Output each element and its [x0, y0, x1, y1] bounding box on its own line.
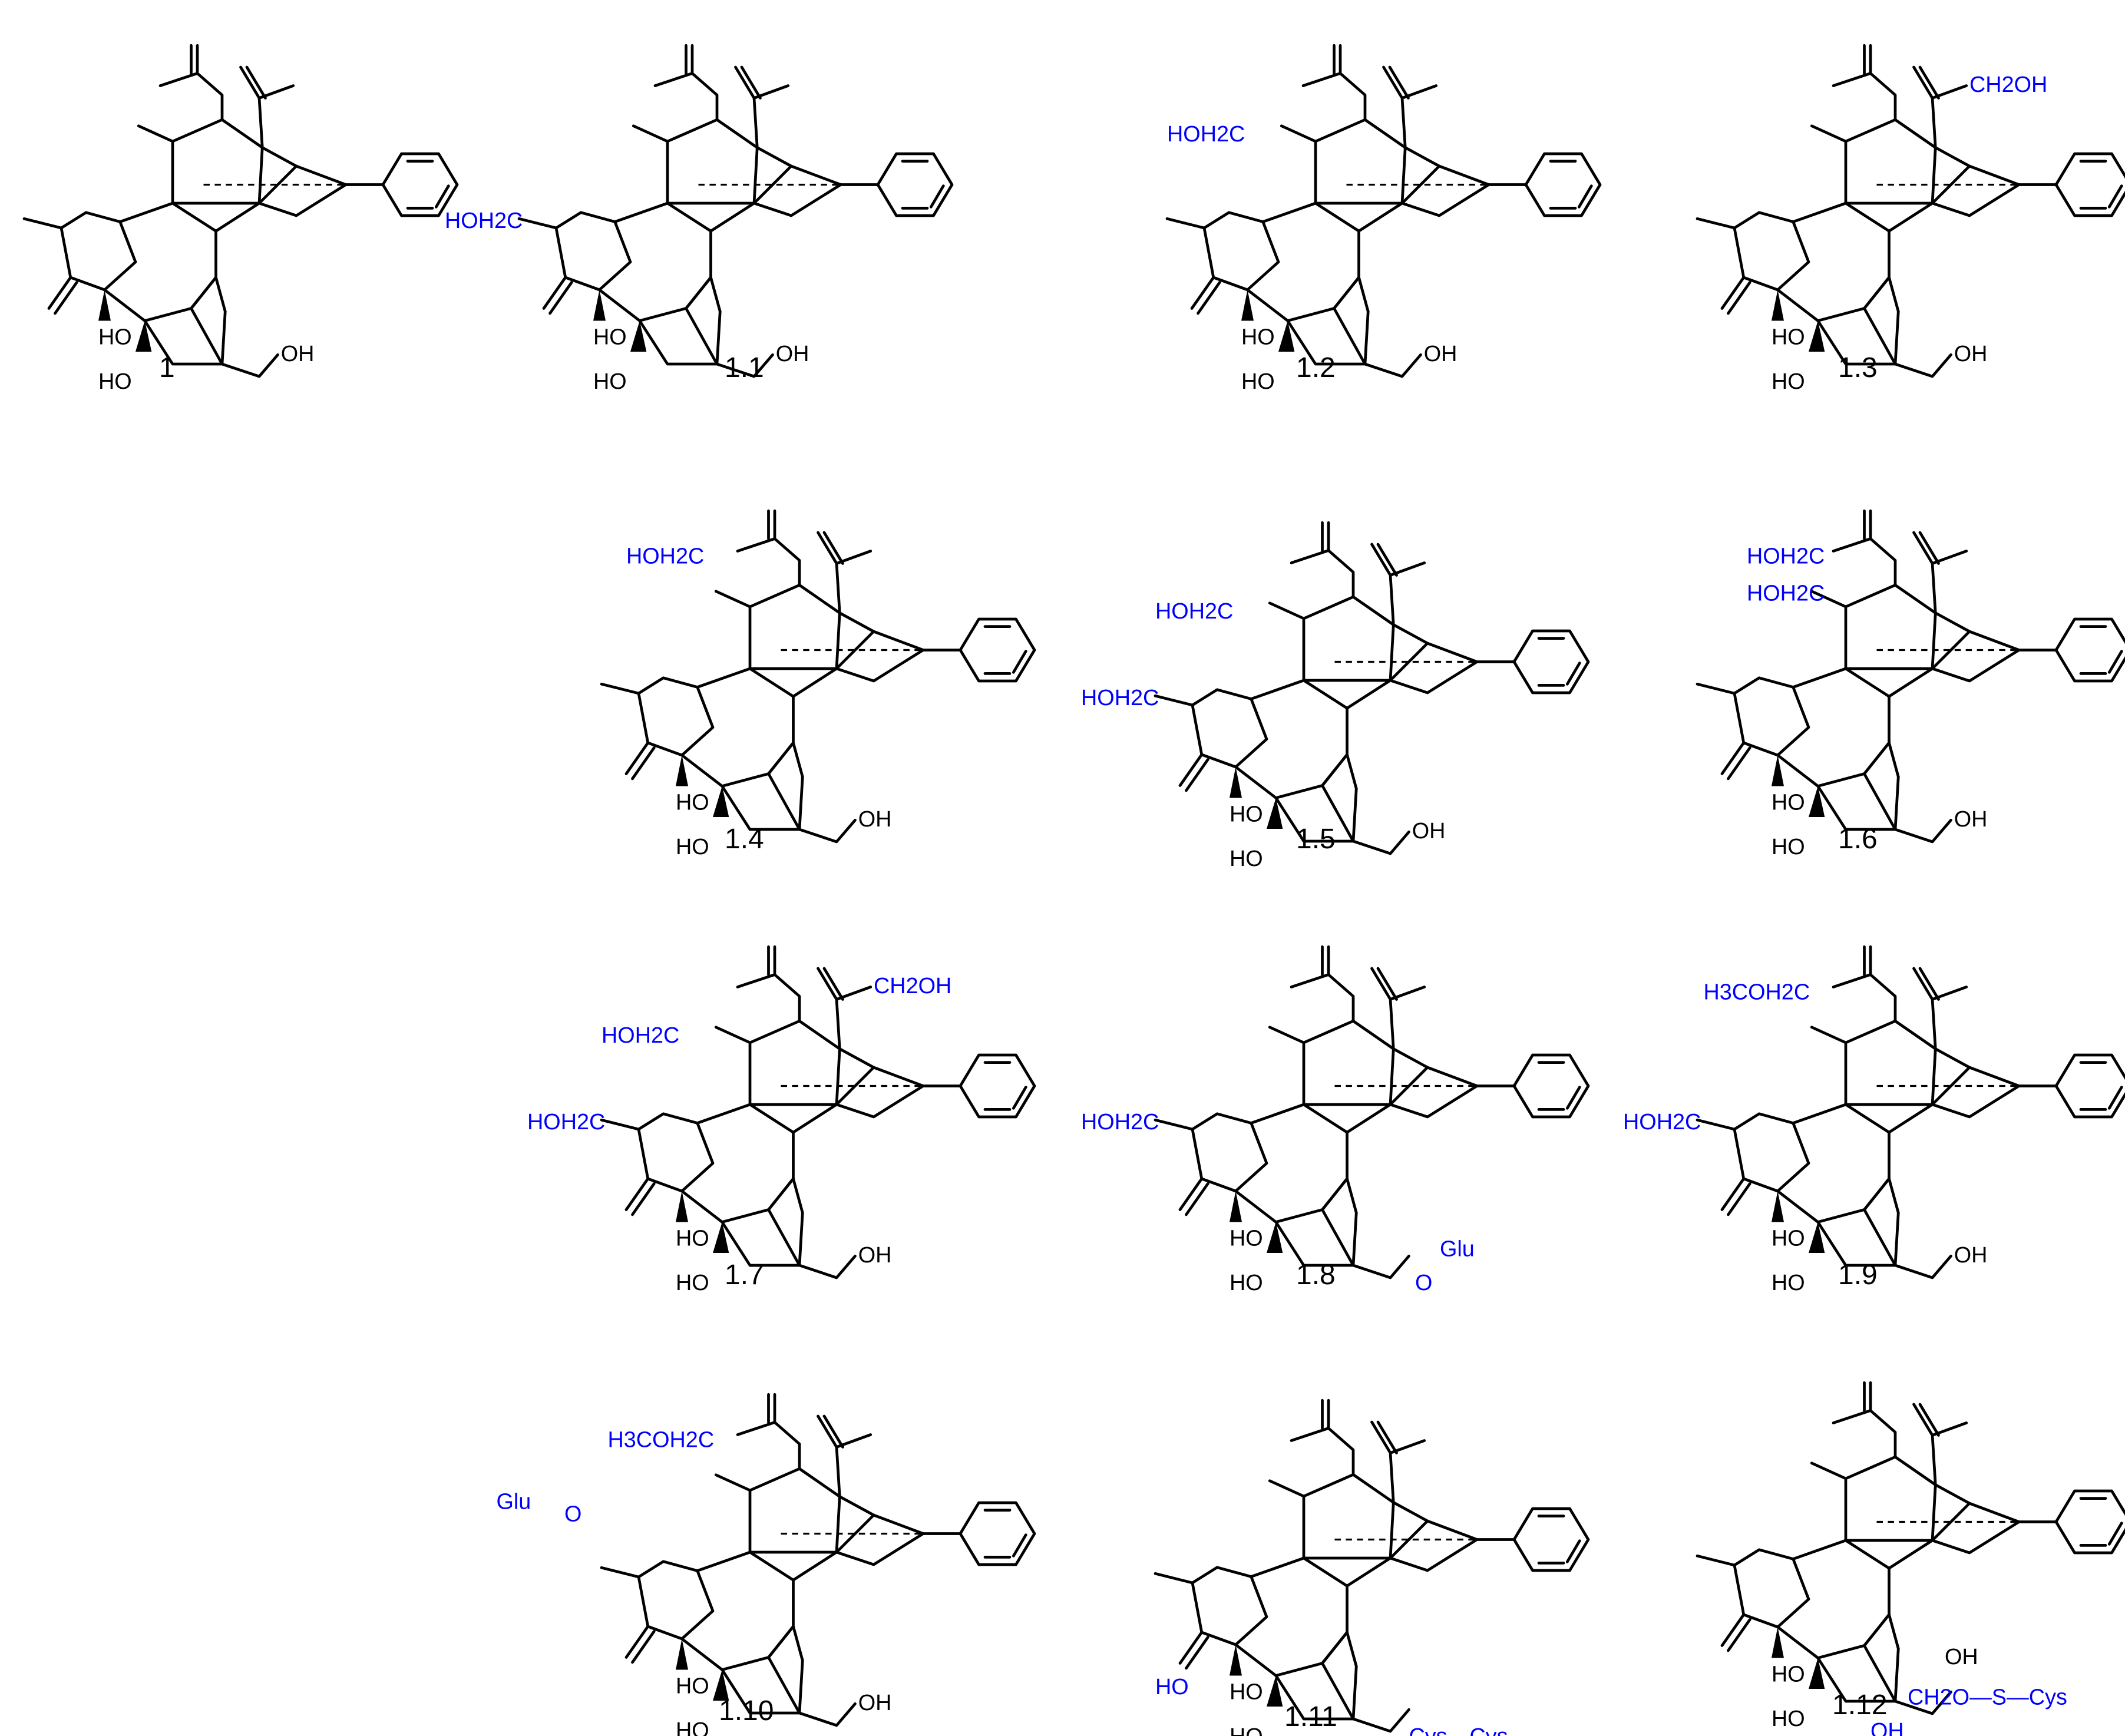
atom-label: OH — [858, 1243, 892, 1268]
substituent-label: CH2OH — [1969, 72, 2047, 97]
atom-label: OH — [1424, 342, 1458, 366]
atom-label: HO — [676, 1674, 709, 1698]
compound-1-2: HO HO OH HOH2C — [1167, 45, 1600, 394]
atom-label: HO — [1230, 1271, 1263, 1295]
compound-1-4: HO HO OH HOH2C — [602, 511, 1035, 859]
atom-label: HOH2C — [527, 1110, 605, 1135]
atom-label: HO — [1772, 835, 1805, 859]
atom-label: H3COH2C — [608, 1428, 715, 1453]
compound-1-11: HO HO HO Cys—Cys — [1155, 1400, 1588, 1736]
atom-label: OH — [1954, 342, 1988, 366]
atom-label: HO — [1772, 1707, 1805, 1731]
atom-label: HOH2C — [1155, 599, 1233, 624]
substituent-label: HOH2C — [445, 209, 523, 233]
atom-label: HO — [1230, 1679, 1263, 1704]
atom-label: HO — [676, 835, 709, 859]
compound-1-6: HO HO OH HOH2C HOH2C — [1697, 511, 2125, 859]
atom-label: HO — [1772, 1271, 1805, 1295]
atom-label: HO — [1241, 369, 1275, 394]
atom-label: HO — [1772, 325, 1805, 349]
ho-label: HO — [98, 369, 132, 394]
compound-label: 1.5 — [1296, 824, 1336, 855]
atom-label: HO — [1155, 1675, 1189, 1699]
atom-label: HO — [676, 1271, 709, 1295]
atom-label: HOH2C — [1623, 1110, 1701, 1135]
atom-label: HO — [1230, 802, 1263, 826]
compound-label: 1 — [159, 352, 175, 383]
atom-label: OH — [858, 1691, 892, 1715]
atom-label: OH — [776, 342, 809, 366]
atom-label: HO — [1241, 325, 1275, 349]
atom-label: HOH2C — [1747, 581, 1825, 606]
compound-label: 1.11 — [1284, 1701, 1337, 1732]
atom-label: HOH2C — [1081, 686, 1159, 710]
compound-1-9: HO HO OH H3COH2C HOH2C — [1623, 947, 2125, 1295]
atom-label: HO — [1772, 790, 1805, 815]
compound-label: 1.9 — [1838, 1259, 1878, 1291]
compound-1-8: HO HO HOH2C O Glu — [1081, 947, 1588, 1295]
compound-1-7: HO HO OH CH2OH HOH2C HOH2C — [527, 947, 1035, 1295]
compound-label: 1.10 — [719, 1695, 774, 1727]
atom-label: H3COH2C — [1704, 980, 1810, 1005]
atom-label: HO — [1230, 846, 1263, 871]
compound-label: 1.12 — [1832, 1689, 1887, 1721]
compound-1-12: HO HO OH OH CH2O—S—Cys — [1697, 1383, 2125, 1736]
compound-1: HO HO OH — [24, 45, 457, 394]
atom-label: OH — [1954, 807, 1988, 832]
atom-label: OH — [1870, 1719, 1904, 1736]
atom-label: Glu — [497, 1490, 531, 1515]
substituent-label: HOH2C — [626, 544, 704, 569]
atom-label: HO — [593, 325, 627, 349]
compound-label: 1.3 — [1838, 352, 1878, 383]
atom-label: HOH2C — [1747, 544, 1825, 569]
compound-label: 1.4 — [725, 824, 764, 855]
atom-label: Glu — [1440, 1236, 1475, 1261]
compound-label: 1.1 — [725, 352, 764, 383]
atom-label: HO — [1772, 1662, 1805, 1687]
compound-1-10: HO HO OH H3COH2C Glu O — [497, 1394, 1035, 1736]
compound-1-3: HO HO OH CH2OH — [1697, 45, 2125, 394]
atom-label: CH2O—S—Cys — [1908, 1685, 2067, 1709]
compound-label: 1.2 — [1296, 352, 1336, 383]
atom-label: CH2OH — [874, 974, 951, 998]
compound-label: 1.6 — [1838, 824, 1878, 855]
atom-label: OH — [1954, 1243, 1988, 1268]
compound-label: 1.7 — [725, 1259, 764, 1291]
substituent-label: HOH2C — [1167, 122, 1245, 147]
atom-label: OH — [1412, 819, 1446, 844]
oh-label: OH — [281, 342, 315, 366]
atom-label: HO — [1230, 1724, 1263, 1736]
atom-label: HO — [676, 1226, 709, 1251]
compound-1-5: HO HO OH HOH2C HOH2C — [1081, 523, 1588, 871]
atom-label: Cys—Cys — [1409, 1724, 1508, 1736]
atom-label: HO — [676, 790, 709, 815]
atom-label: O — [1415, 1271, 1432, 1295]
ho-label: HO — [98, 325, 132, 349]
atom-label: HO — [1772, 369, 1805, 394]
compound-1-1: HO HO OH HOH2C — [445, 45, 952, 394]
atom-label: HO — [1772, 1226, 1805, 1251]
atom-label: HO — [1230, 1226, 1263, 1251]
atom-label: O — [564, 1502, 581, 1527]
atom-label: OH — [1945, 1645, 1978, 1669]
atom-label: HO — [593, 369, 627, 394]
atom-label: HO — [676, 1718, 709, 1736]
compound-label: 1.8 — [1296, 1259, 1336, 1291]
atom-label: HOH2C — [602, 1023, 679, 1048]
atom-label: OH — [858, 807, 892, 832]
atom-label: HOH2C — [1081, 1110, 1159, 1135]
